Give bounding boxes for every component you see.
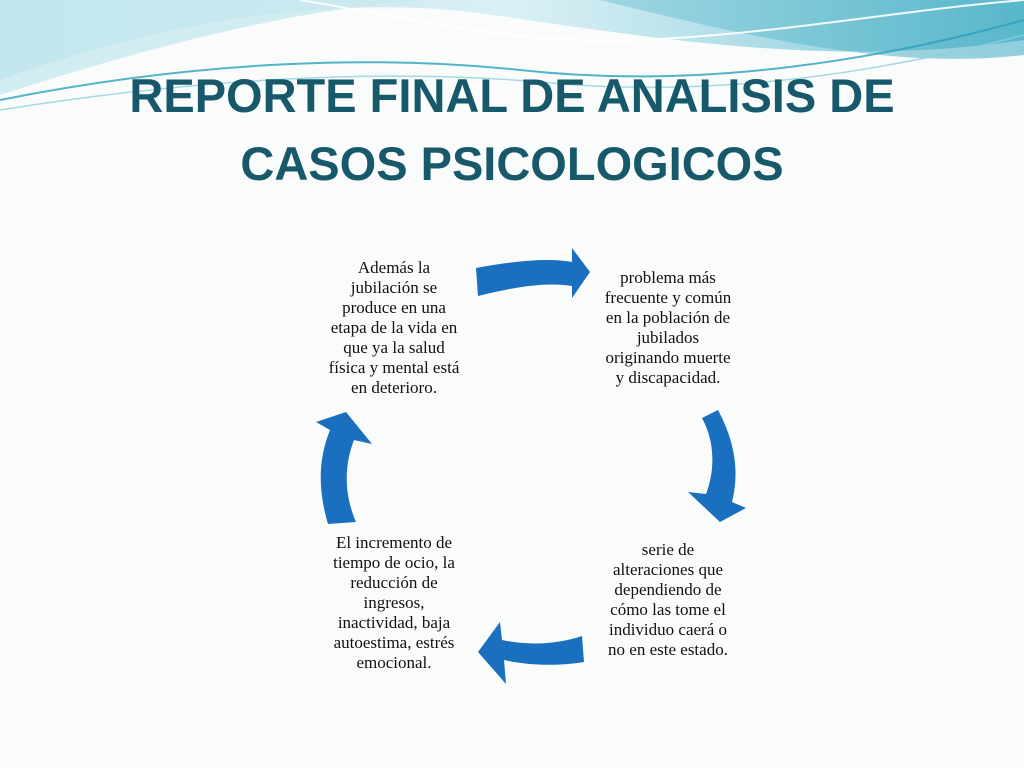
node-text-line: Además la: [357, 258, 431, 277]
node-text-line: ingresos,: [363, 593, 425, 612]
cycle-arrow-left: [316, 412, 372, 524]
node-text-line: alteraciones que: [613, 560, 723, 579]
header-wave-decoration: [0, 0, 1024, 111]
node-text-line: etapa de la vida en: [330, 318, 458, 337]
cycle-arrow-top: [476, 248, 590, 298]
node-text-line: no en este estado.: [608, 640, 728, 659]
node-text-line: jubilados: [636, 328, 700, 347]
cycle-node-bottom-right: serie de alteraciones que dependiendo de…: [568, 540, 768, 660]
cycle-node-top-left: Además la jubilación se produce en una e…: [294, 258, 494, 398]
node-text-line: en deterioro.: [351, 378, 437, 397]
node-text-line: reducción de: [350, 573, 438, 592]
slide-title: REPORTE FINAL DE ANALISIS DE CASOS PSICO…: [0, 62, 1024, 198]
cycle-arrow-right: [688, 410, 746, 522]
node-text-line: frecuente y común: [604, 288, 732, 307]
node-text-line: física y mental está: [328, 358, 460, 377]
cycle-arrows: [316, 248, 746, 684]
node-text-line: emocional.: [356, 653, 432, 672]
node-text-line: originando muerte: [605, 348, 731, 367]
node-text-line: problema más: [620, 268, 716, 287]
node-text-line: serie de: [641, 540, 695, 559]
node-text-line: en la población de: [605, 308, 731, 327]
node-text-line: autoestima, estrés: [333, 633, 455, 652]
node-text-line: individuo caerá o: [608, 620, 727, 639]
node-text-line: El incremento de: [335, 533, 453, 552]
node-text-line: tiempo de ocio, la: [333, 553, 455, 572]
node-text-line: dependiendo de: [614, 580, 722, 599]
node-text-line: que ya la salud: [343, 338, 445, 357]
cycle-arrow-bottom: [478, 622, 584, 684]
node-text-line: cómo las tome el: [610, 600, 726, 619]
cycle-node-top-right: problema más frecuente y común en la pob…: [568, 268, 768, 388]
title-line-2: CASOS PSICOLOGICOS: [240, 137, 784, 190]
node-text-line: jubilación se: [350, 278, 438, 297]
title-line-1: REPORTE FINAL DE ANALISIS DE: [129, 69, 895, 122]
node-text-line: y discapacidad.: [615, 368, 721, 387]
node-text-line: inactividad, baja: [337, 613, 451, 632]
cycle-node-bottom-left: El incremento de tiempo de ocio, la redu…: [294, 533, 494, 673]
node-text-line: produce en una: [342, 298, 446, 317]
